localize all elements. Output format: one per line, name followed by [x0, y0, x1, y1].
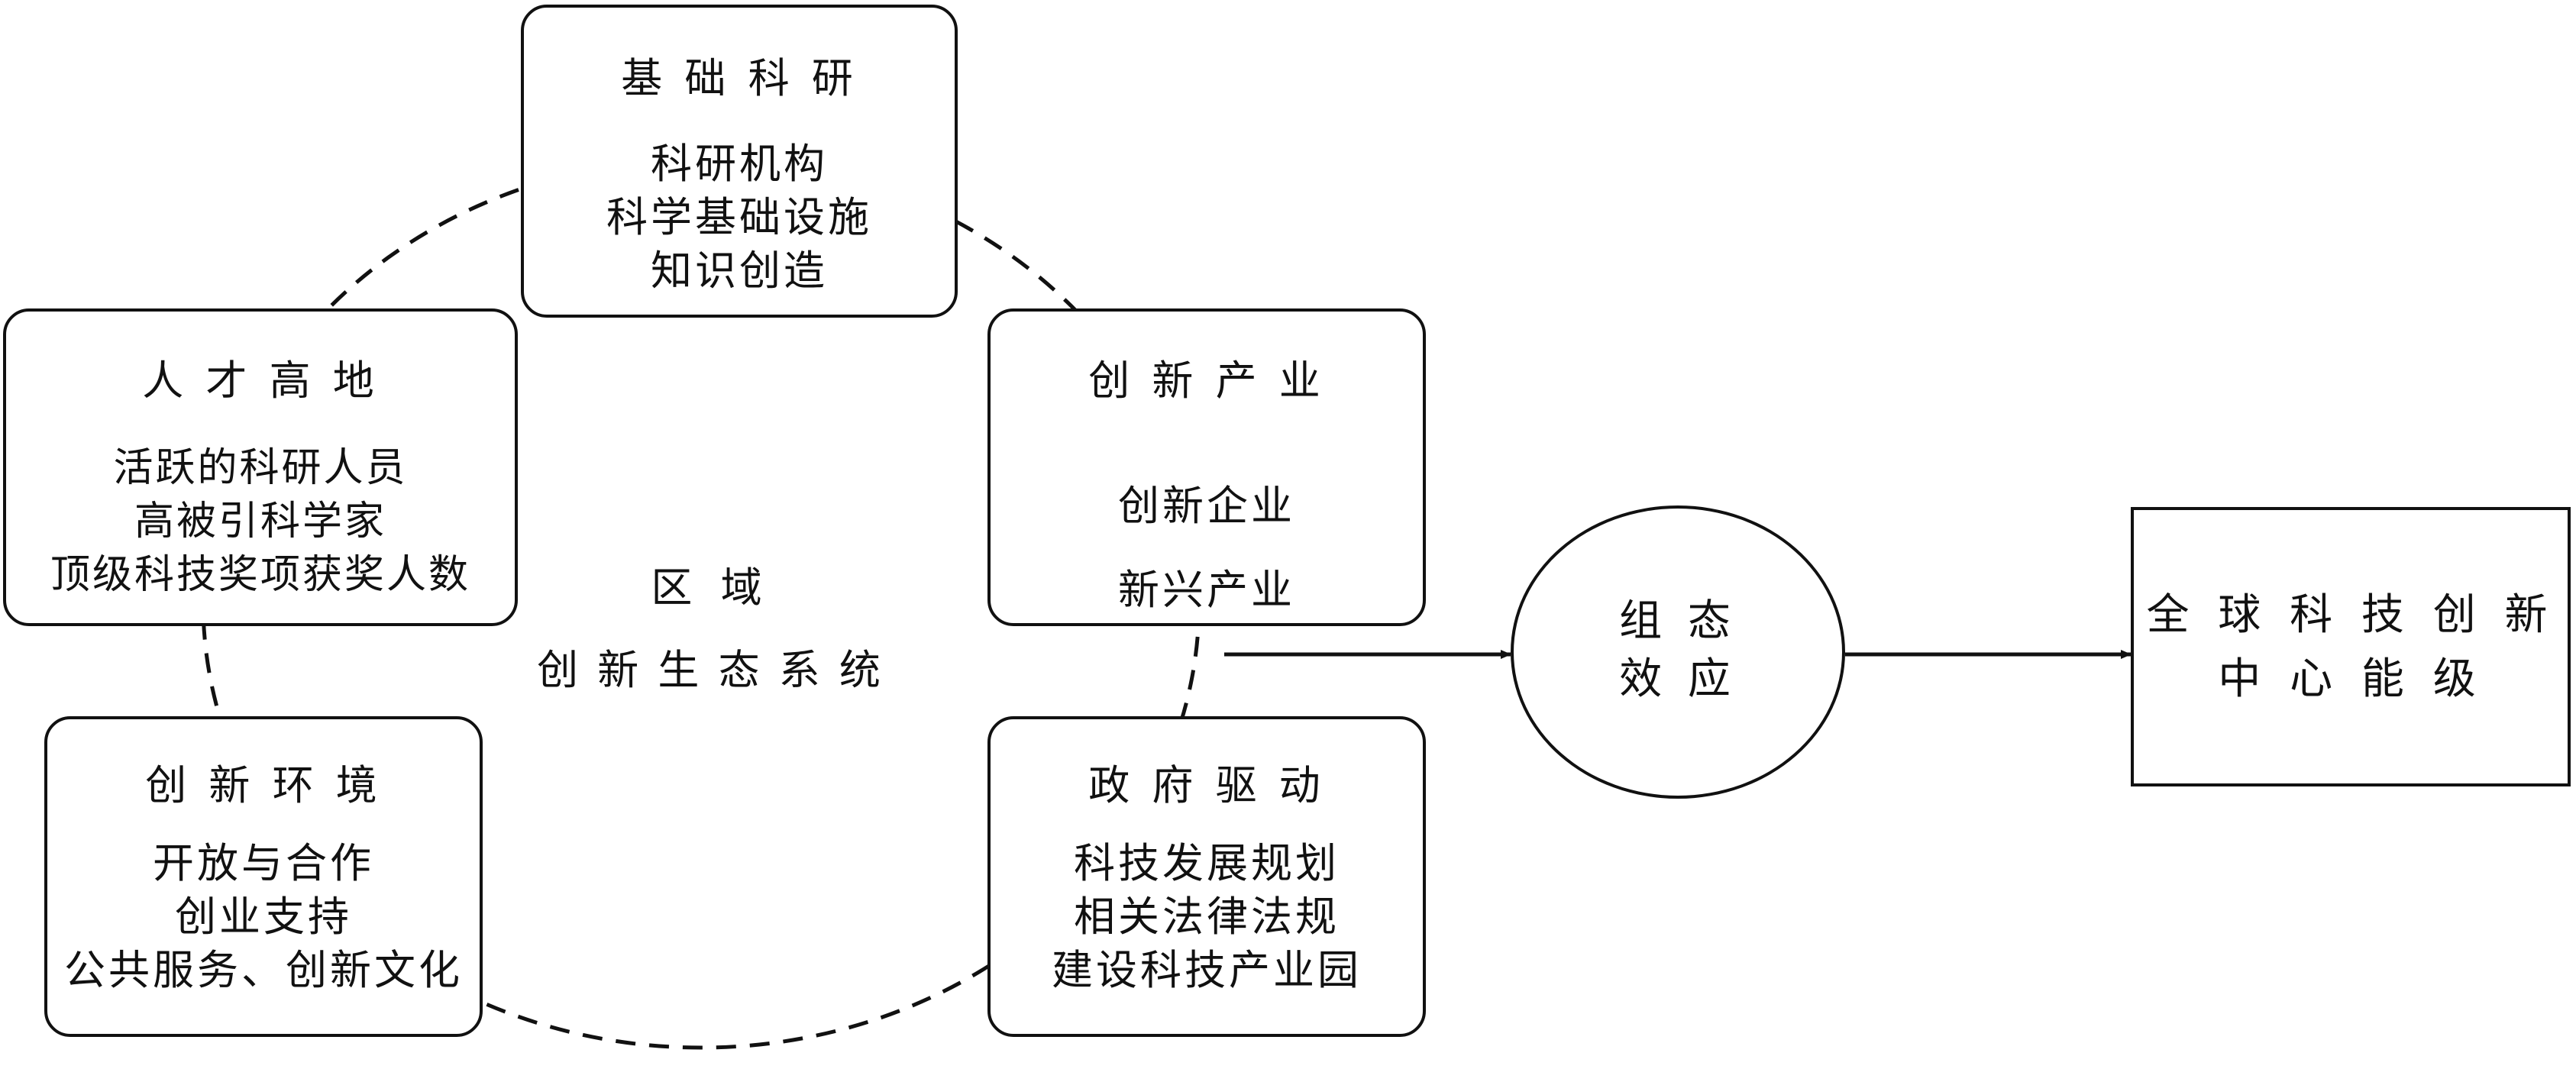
- node-title: 创 新 产 业: [1088, 357, 1325, 405]
- node-item: 建设科技产业园: [1052, 946, 1362, 994]
- node-item: 创新企业: [1118, 482, 1295, 530]
- node-government: 政 府 驱 动 科技发展规划 相关法律法规 建设科技产业园: [987, 716, 1426, 1037]
- node-items: 活跃的科研人员 高被引科学家 顶级科技奖项获奖人数: [6, 441, 515, 602]
- node-item: 科技发展规划: [1074, 839, 1340, 887]
- ecosystem-label: 区 域 创 新 生 态 系 统: [519, 557, 901, 701]
- node-title: 创 新 环 境: [145, 761, 382, 809]
- result-label: 全 球 科 技 创 新 中 心 能 级: [2134, 583, 2568, 712]
- node-title: 基 础 科 研: [621, 54, 858, 102]
- result-line1: 全 球 科 技 创 新: [2146, 590, 2555, 640]
- node-items: 创新企业 新兴产业: [991, 464, 1423, 632]
- node-basic-research: 基 础 科 研 科研机构 科学基础设施 知识创造: [521, 5, 958, 318]
- node-items: 科研机构 科学基础设施 知识创造: [524, 137, 955, 298]
- node-item: 科研机构: [651, 140, 828, 188]
- configuration-effect-line1: 组 态: [1619, 596, 1737, 646]
- ecosystem-label-line2: 创 新 生 态 系 统: [537, 646, 884, 694]
- node-item: 新兴产业: [1118, 566, 1295, 614]
- node-items: 开放与合作 创业支持 公共服务、创新文化: [47, 837, 480, 997]
- node-items: 科技发展规划 相关法律法规 建设科技产业园: [991, 837, 1423, 997]
- node-item: 相关法律法规: [1074, 893, 1340, 941]
- node-item: 开放与合作: [153, 839, 374, 887]
- configuration-effect-line2: 效 应: [1619, 654, 1737, 704]
- node-innovation-environment: 创 新 环 境 开放与合作 创业支持 公共服务、创新文化: [44, 716, 483, 1037]
- node-item: 科学基础设施: [606, 193, 872, 241]
- node-item: 公共服务、创新文化: [64, 946, 463, 994]
- node-item: 高被引科学家: [134, 499, 386, 544]
- node-title: 政 府 驱 动: [1088, 761, 1325, 809]
- node-item: 知识创造: [651, 247, 828, 295]
- node-innovation-industry: 创 新 产 业 创新企业 新兴产业: [987, 308, 1426, 626]
- result-line2: 中 心 能 级: [2218, 654, 2484, 704]
- node-talent: 人 才 高 地 活跃的科研人员 高被引科学家 顶级科技奖项获奖人数: [3, 308, 518, 626]
- node-title: 人 才 高 地: [142, 357, 379, 405]
- node-item: 顶级科技奖项获奖人数: [50, 552, 470, 598]
- node-item: 活跃的科研人员: [113, 445, 408, 491]
- configuration-effect-label: 组 态 效 应: [1514, 593, 1842, 709]
- node-item: 创业支持: [175, 893, 352, 941]
- configuration-effect-circle: 组 态 效 应: [1511, 505, 1845, 799]
- result-box: 全 球 科 技 创 新 中 心 能 级: [2131, 507, 2571, 786]
- ecosystem-label-line1: 区 域: [651, 564, 770, 612]
